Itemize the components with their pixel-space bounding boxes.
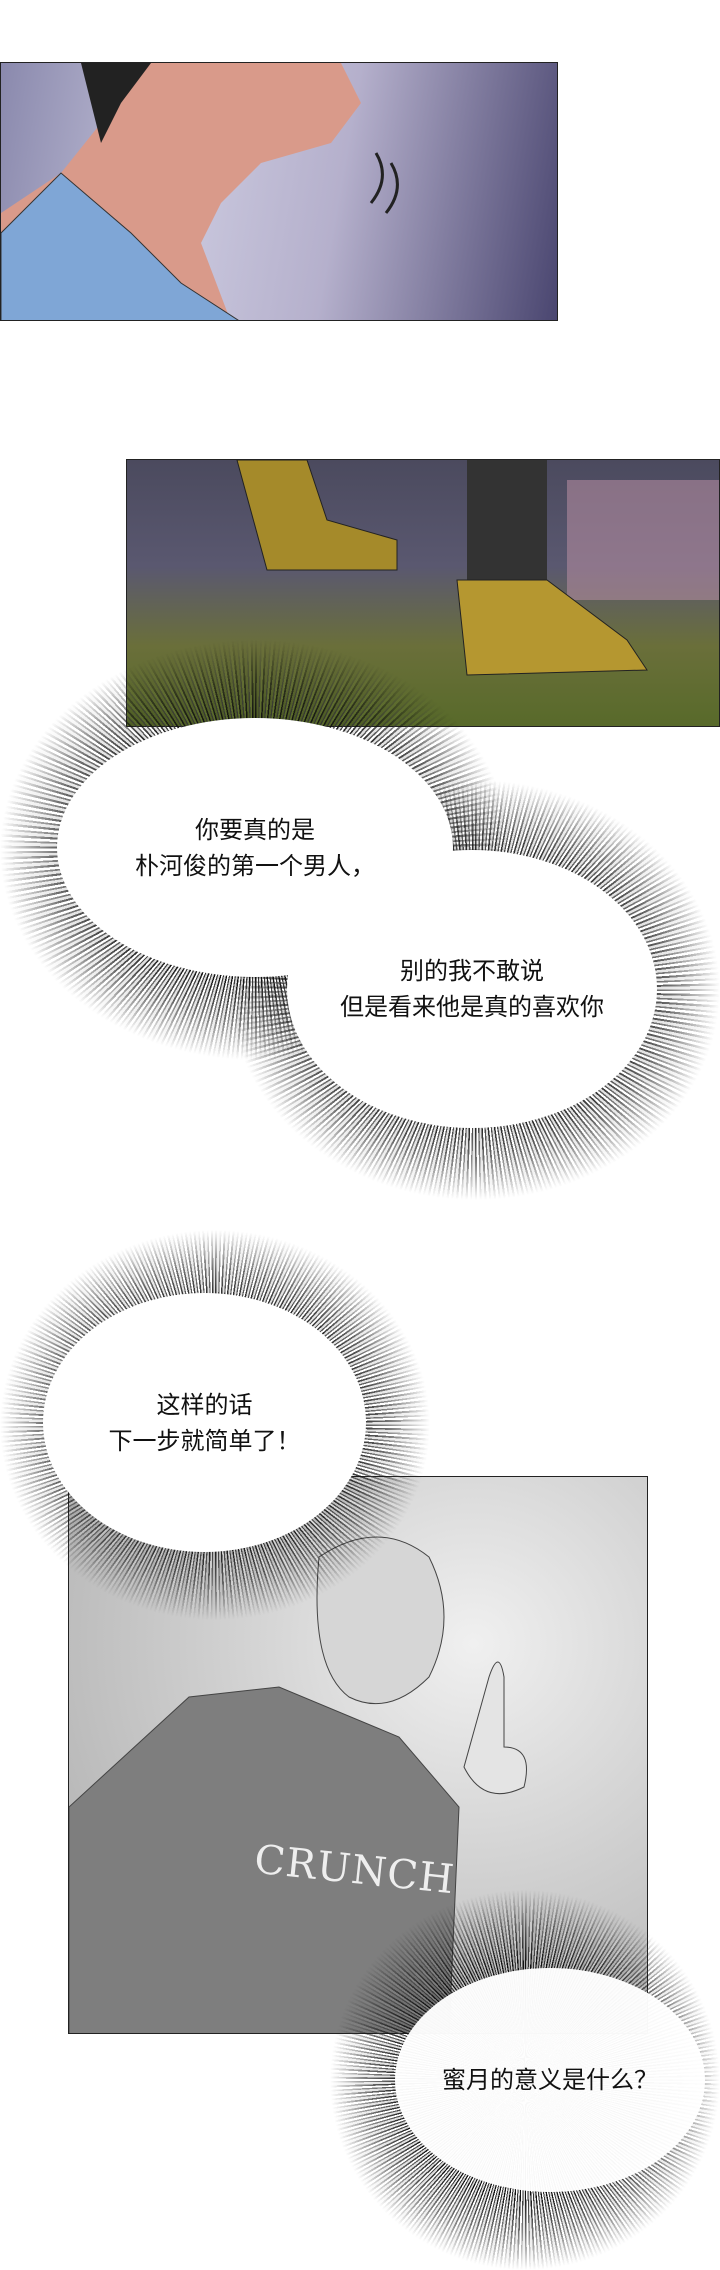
bubble-text-line: 朴河俊的第一个男人，	[135, 851, 375, 880]
speech-bubble-3: 这样的话 下一步就简单了！	[43, 1293, 366, 1552]
bubble-text-line: 下一步就简单了！	[108, 1426, 301, 1455]
panel-man-shirt-closeup	[0, 62, 558, 321]
shoes-illustration	[236, 460, 719, 676]
bubble-text-line: 蜜月的意义是什么？	[442, 2066, 658, 2094]
bubble-text-line: 别的我不敢说	[400, 957, 544, 985]
bubble-text-line: 你要真的是	[195, 815, 315, 844]
bubble-text-line: 但是看来他是真的喜欢你	[340, 993, 604, 1021]
speech-bubble-2: 别的我不敢说 但是看来他是真的喜欢你	[287, 850, 657, 1128]
man-illustration	[1, 63, 399, 320]
man-pointing-illustration	[69, 1536, 527, 2033]
speech-bubble-4: 蜜月的意义是什么？	[395, 1968, 705, 2192]
bubble-text-line: 这样的话	[156, 1390, 253, 1419]
